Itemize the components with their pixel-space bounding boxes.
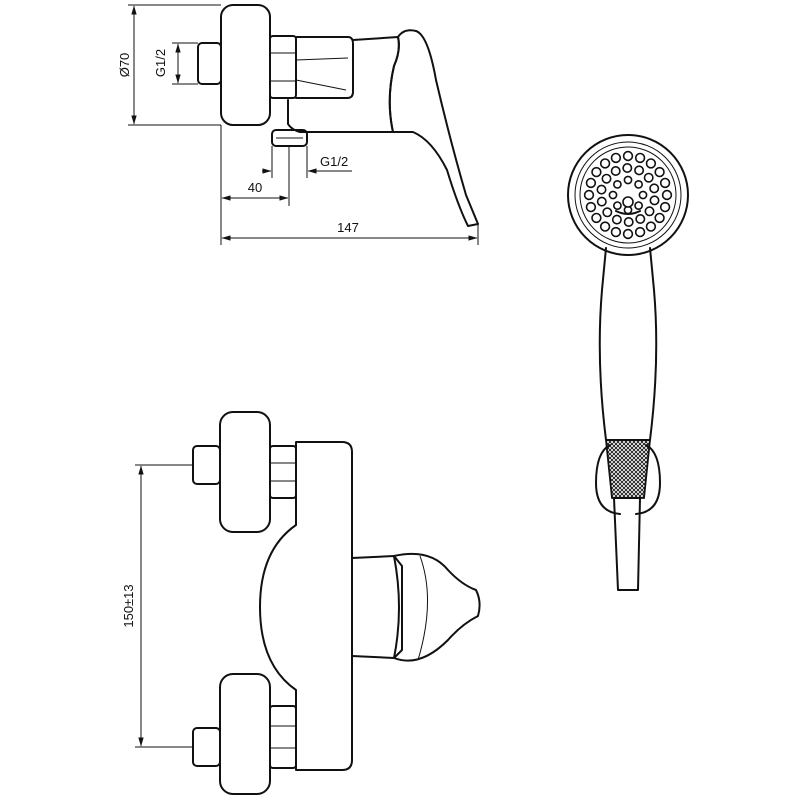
offset-label: 40 [248, 180, 262, 195]
nozzle-hole [634, 226, 646, 238]
nozzle-hole [645, 158, 657, 169]
nozzle-hole [608, 190, 618, 200]
nozzle-hole [634, 165, 645, 176]
nozzle-hole [634, 201, 643, 210]
nozzle-hole [622, 163, 633, 174]
front-view: 150±13 [121, 411, 481, 795]
nozzle-hole [622, 150, 634, 162]
nozzle-hole [622, 228, 634, 240]
nozzle-hole [654, 166, 665, 178]
nozzle-hole [634, 152, 646, 164]
diameter-label: Ø70 [117, 53, 132, 78]
nozzle-hole [610, 166, 621, 177]
nozzle-hole [634, 179, 643, 189]
nozzle-hole [596, 184, 607, 195]
nozzle-hole [649, 183, 660, 194]
nozzle-hole [596, 196, 607, 207]
nozzle-hole [635, 214, 646, 225]
nozzle-hole [591, 166, 602, 178]
inlet-spacing-label: 150±13 [121, 584, 136, 627]
nozzle-hole [623, 175, 633, 185]
nozzle-hole [643, 172, 654, 183]
nozzle-hole [585, 201, 597, 213]
nozzle-hole [659, 201, 671, 213]
outlet-thread-label: G1/2 [320, 154, 348, 169]
nozzle-hole [602, 207, 613, 218]
nozzle-hole [591, 212, 602, 224]
nozzle-hole [613, 179, 622, 189]
nozzle-hole [599, 158, 611, 169]
nozzle-hole [613, 201, 622, 210]
nozzle-hole [610, 152, 622, 164]
nozzle-hole [654, 212, 665, 224]
nozzle-hole [645, 221, 657, 232]
length-label: 147 [337, 220, 359, 235]
side-view: Ø70 G1/2 G1/2 40 147 [117, 4, 479, 245]
nozzle-hole [623, 217, 634, 228]
nozzle-hole [585, 177, 597, 189]
nozzle-hole [611, 214, 622, 225]
nozzle-hole [644, 206, 655, 217]
nozzle-hole [638, 190, 648, 200]
nozzle-hole [661, 189, 673, 201]
nozzle-hole [649, 195, 660, 206]
nozzle-hole [659, 177, 671, 189]
hand-shower [567, 134, 689, 591]
nozzle-hole [599, 221, 611, 232]
nozzle-hole [583, 189, 595, 201]
nozzle-hole [601, 173, 612, 184]
nozzle-hole [610, 226, 622, 238]
inlet-thread-label: G1/2 [153, 49, 168, 77]
